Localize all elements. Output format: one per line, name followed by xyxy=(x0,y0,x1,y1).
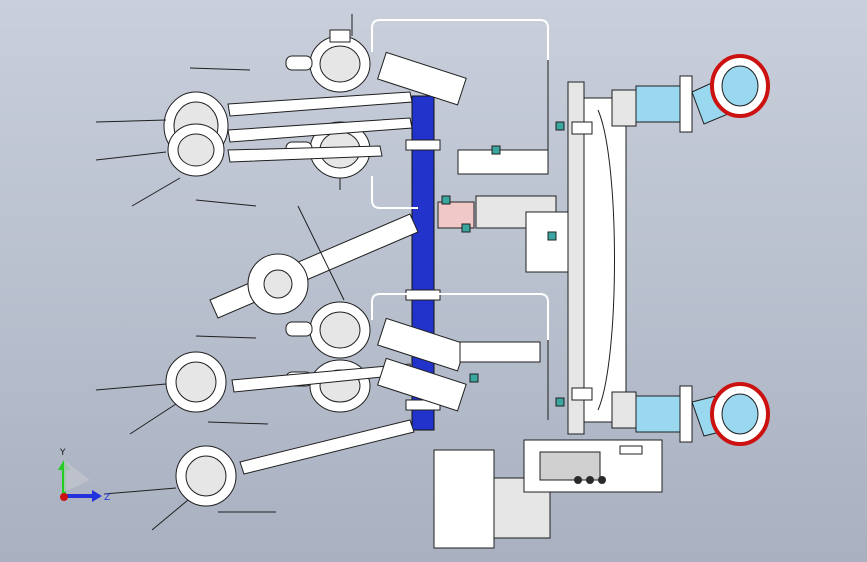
coordinate-triad-icon: Y Z xyxy=(58,448,110,503)
beam-clamp-1 xyxy=(405,139,441,151)
lower-pipe-flange xyxy=(679,385,693,443)
tool-tips xyxy=(95,67,276,531)
dip-switch xyxy=(619,445,643,455)
right-frame xyxy=(567,81,637,435)
upper-pipe-segment xyxy=(635,85,681,123)
bottom-control-unit xyxy=(433,439,663,549)
teal-fittings xyxy=(441,121,565,407)
terminal-block xyxy=(539,451,601,481)
flange-head-upper-1 xyxy=(285,14,371,93)
upper-pipe-assembly xyxy=(635,54,770,133)
lower-flange-block xyxy=(611,391,637,429)
terminal-2 xyxy=(586,476,594,484)
lower-pipe-segment xyxy=(635,395,681,433)
lower-wheel-hub xyxy=(721,393,759,435)
upper-pipe-flange xyxy=(679,75,693,133)
frame-main-plate xyxy=(583,97,627,423)
frame-bracket-2 xyxy=(571,387,593,401)
terminal-1 xyxy=(574,476,582,484)
lower-pipe-assembly xyxy=(635,382,770,446)
frame-curve xyxy=(597,109,615,411)
upper-wheel-hub xyxy=(721,65,759,107)
upper-tube-loop xyxy=(371,19,549,209)
flange-head-left-3 xyxy=(175,445,237,507)
z-axis-label: Z xyxy=(104,493,110,503)
flange-head-left-2 xyxy=(165,351,227,413)
upper-flange-block xyxy=(611,89,637,127)
frame-bracket-1 xyxy=(571,121,593,135)
flange-head-mid-1 xyxy=(285,301,371,359)
arm-bundle xyxy=(209,91,419,475)
flange-head-left-1 xyxy=(163,91,229,177)
flange-head-mid-2 xyxy=(285,359,371,413)
gripper-blocks xyxy=(377,51,569,412)
lower-tube-loop xyxy=(371,293,549,420)
y-axis-label: Y xyxy=(59,448,66,458)
center-roller xyxy=(247,205,345,315)
terminal-3 xyxy=(598,476,606,484)
frame-side-plate xyxy=(567,81,585,435)
motor-housing xyxy=(433,449,495,549)
